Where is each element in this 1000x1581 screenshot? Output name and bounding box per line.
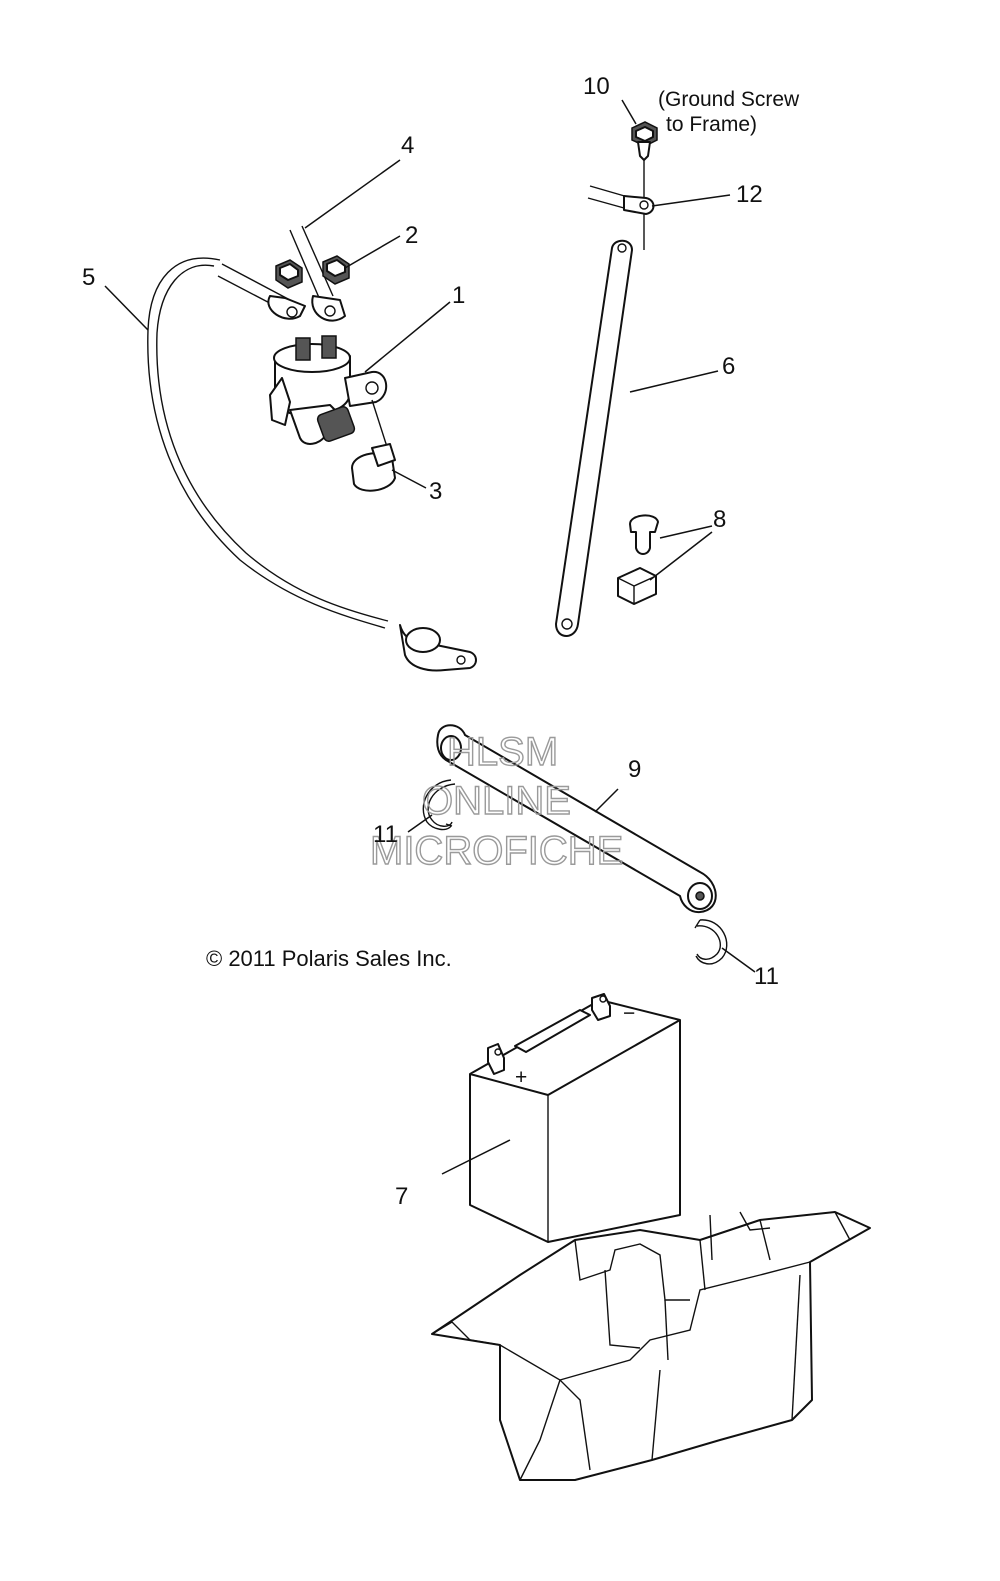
callout-7: 7 [395, 1183, 408, 1210]
callout-10: 10 [583, 73, 610, 100]
watermark-line-2: ONLINE [422, 779, 571, 823]
nuts-2 [275, 255, 350, 289]
battery-plus-terminal-mark: + [515, 1066, 527, 1089]
ground-cable-12 [587, 185, 655, 215]
cable-5-terminal [267, 295, 306, 320]
battery-tray [431, 1211, 871, 1481]
clips-11 [422, 779, 728, 965]
strap-6 [555, 239, 633, 637]
callout-8: 8 [713, 506, 726, 533]
copyright-notice: © 2011 Polaris Sales Inc. [206, 946, 452, 971]
callout-12: 12 [736, 181, 763, 208]
watermark-line-1: HLSM [447, 730, 558, 774]
ground-screw-note-line-2: to Frame) [666, 113, 757, 136]
solenoid-1 [269, 335, 387, 445]
callout-5: 5 [82, 264, 95, 291]
ground-screw-note-line-1: (Ground Screw [658, 88, 800, 111]
pin-and-block-8 [617, 514, 659, 605]
callout-9: 9 [628, 756, 641, 783]
cable-4 [289, 225, 346, 322]
callout-1: 1 [452, 282, 465, 309]
watermark: HLSM ONLINE MICROFICHE [369, 729, 624, 873]
ground-screw-10 [631, 121, 658, 250]
callout-11-lower: 11 [754, 963, 779, 990]
callout-2: 2 [405, 222, 418, 249]
callout-3: 3 [429, 478, 442, 505]
watermark-line-3: MICROFICHE [370, 829, 623, 873]
callout-11-upper: 11 [373, 821, 398, 848]
battery-minus-terminal-mark: − [623, 1002, 635, 1025]
leader-lines [104, 99, 756, 1175]
bolt-3 [351, 399, 396, 492]
battery-7 [469, 993, 681, 1243]
hold-down-bar-9 [436, 724, 717, 914]
cable-5 [147, 257, 477, 672]
callout-6: 6 [722, 353, 735, 380]
callout-4: 4 [401, 132, 414, 159]
